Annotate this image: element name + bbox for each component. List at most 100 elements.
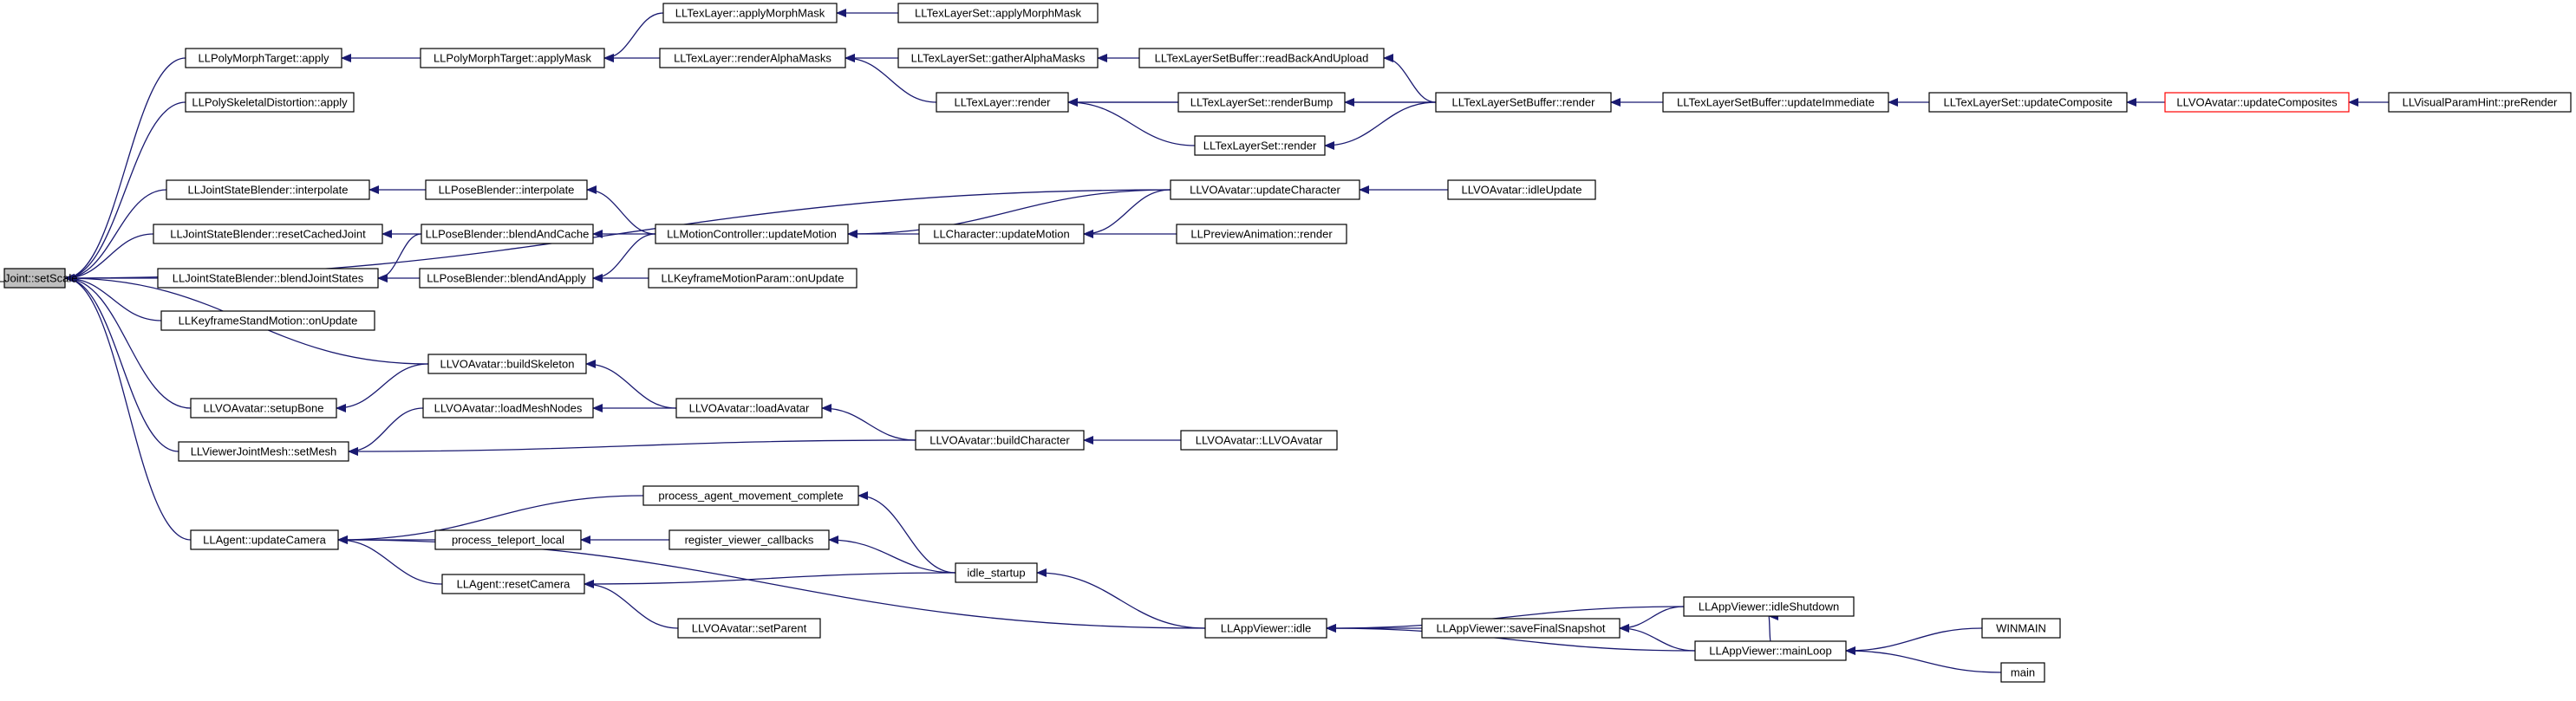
- node-label: LLVOAvatar::LLVOAvatar: [1196, 434, 1323, 447]
- edge-llappviewer-idleshutdown-to-llappviewer-savefinalsnapshot: [1619, 606, 1685, 633]
- edge-lltexlayersetbuffer-render-to-lltexlayersetbuffer-readbackandupload: [1383, 54, 1437, 103]
- node-idle-startup[interactable]: idle_startup: [955, 562, 1038, 583]
- node-lltexlayersetbuffer-readbackandupload[interactable]: LLTexLayerSetBuffer::readBackAndUpload: [1138, 48, 1385, 68]
- node-label: idle_startup: [967, 567, 1025, 580]
- node-lltexlayerset-applymorphmask[interactable]: LLTexLayerSet::applyMorphMask: [897, 3, 1099, 23]
- node-llagent-updatecamera[interactable]: LLAgent::updateCamera: [190, 529, 339, 550]
- node-llpolymorphtarget-apply[interactable]: LLPolyMorphTarget::apply: [185, 48, 342, 68]
- node-llvoavatar-updatecharacter[interactable]: LLVOAvatar::updateCharacter: [1170, 179, 1360, 200]
- node-llvoavatar-llvoavatar[interactable]: LLVOAvatar::LLVOAvatar: [1180, 430, 1338, 451]
- node-llvoavatar-buildcharacter[interactable]: LLVOAvatar::buildCharacter: [915, 430, 1085, 451]
- edge-llviewerjointmesh-setmesh-to-lljoint-setscale: [64, 274, 179, 452]
- node-lljoint-setscale[interactable]: LLJoint::setScale: [0, 268, 78, 289]
- node-llpolymorphtarget-applymask[interactable]: LLPolyMorphTarget::applyMask: [420, 48, 605, 68]
- node-label: LLPreviewAnimation::render: [1190, 228, 1333, 241]
- node-llviewerjointmesh-setmesh[interactable]: LLViewerJointMesh::setMesh: [178, 441, 349, 462]
- edge-lltexlayer-applymorphmask-to-llpolymorphtarget-applymask: [603, 12, 664, 62]
- node-label: LLKeyframeMotionParam::onUpdate: [661, 272, 844, 285]
- node-llvoavatar-updatecomposites[interactable]: LLVOAvatar::updateComposites: [2164, 92, 2350, 113]
- node-llappviewer-idle[interactable]: LLAppViewer::idle: [1204, 618, 1327, 639]
- node-llposeblender-interpolate[interactable]: LLPoseBlender::interpolate: [425, 179, 588, 200]
- node-llvoavatar-setupbone[interactable]: LLVOAvatar::setupBone: [190, 398, 337, 419]
- node-label: LLTexLayerSetBuffer::updateImmediate: [1677, 96, 1875, 109]
- node-label: LLAppViewer::idleShutdown: [1699, 600, 1839, 613]
- node-label: LLVisualParamHint::preRender: [2403, 96, 2558, 109]
- node-label: LLVOAvatar::updateComposites: [2176, 96, 2338, 109]
- node-llpreviewanimation-render[interactable]: LLPreviewAnimation::render: [1176, 224, 1347, 244]
- edge-llappviewer-mainloop-to-llappviewer-idle: [1326, 624, 1696, 652]
- node-label: LLPolyMorphTarget::applyMask: [434, 52, 592, 65]
- node-llvoavatar-buildskeleton[interactable]: LLVOAvatar::buildSkeleton: [427, 354, 587, 374]
- node-label: register_viewer_callbacks: [685, 534, 814, 547]
- node-register-viewer-callbacks[interactable]: register_viewer_callbacks: [668, 529, 830, 550]
- node-label: LLAppViewer::saveFinalSnapshot: [1437, 622, 1606, 635]
- node-label: LLMotionController::updateMotion: [667, 228, 837, 241]
- node-llkeyframestandmotion-onupdate[interactable]: LLKeyframeStandMotion::onUpdate: [160, 310, 375, 331]
- node-label: LLPolySkeletalDistortion::apply: [192, 96, 348, 109]
- node-llpolyskeletaldistortion-apply[interactable]: LLPolySkeletalDistortion::apply: [185, 92, 355, 113]
- node-lltexlayerset-gatheralphamasks[interactable]: LLTexLayerSet::gatherAlphaMasks: [897, 48, 1099, 68]
- edge-lltexlayer-render-to-lltexlayer-renderalphamasks: [845, 54, 937, 103]
- node-llvoavatar-loadmeshnodes[interactable]: LLVOAvatar::loadMeshNodes: [422, 398, 594, 419]
- node-llvisualparamhint-prerender[interactable]: LLVisualParamHint::preRender: [2388, 92, 2572, 113]
- node-label: WINMAIN: [1996, 622, 2046, 635]
- node-label: LLPoseBlender::blendAndApply: [427, 272, 586, 285]
- node-llvoavatar-loadavatar[interactable]: LLVOAvatar::loadAvatar: [675, 398, 823, 419]
- node-llkeyframemotionparam-onupdate[interactable]: LLKeyframeMotionParam::onUpdate: [648, 268, 858, 289]
- node-lltexlayersetbuffer-render[interactable]: LLTexLayerSetBuffer::render: [1435, 92, 1612, 113]
- node-label: LLTexLayer::renderAlphaMasks: [674, 52, 831, 65]
- edge-llvoavatar-buildcharacter-to-llviewerjointmesh-setmesh: [348, 439, 916, 456]
- node-label: LLTexLayerSet::renderBump: [1190, 96, 1334, 109]
- node-lljointstateblender-interpolate[interactable]: LLJointStateBlender::interpolate: [166, 179, 370, 200]
- node-label: LLTexLayer::applyMorphMask: [675, 7, 825, 20]
- node-lltexlayerset-updatecomposite[interactable]: LLTexLayerSet::updateComposite: [1928, 92, 2128, 113]
- node-process-agent-movement-complete[interactable]: process_agent_movement_complete: [642, 485, 859, 506]
- edge-llvoavatar-loadmeshnodes-to-llviewerjointmesh-setmesh: [348, 407, 424, 456]
- node-label: LLKeyframeStandMotion::onUpdate: [179, 315, 358, 328]
- node-lltexlayersetbuffer-updateimmediate[interactable]: LLTexLayerSetBuffer::updateImmediate: [1662, 92, 1889, 113]
- node-llappviewer-savefinalsnapshot[interactable]: LLAppViewer::saveFinalSnapshot: [1421, 618, 1621, 639]
- node-llappviewer-idleshutdown[interactable]: LLAppViewer::idleShutdown: [1683, 596, 1855, 617]
- edge-llkeyframestandmotion-onupdate-to-lljoint-setscale: [64, 274, 162, 321]
- node-lltexlayer-renderalphamasks[interactable]: LLTexLayer::renderAlphaMasks: [659, 48, 846, 68]
- node-label: LLTexLayerSetBuffer::render: [1451, 96, 1595, 109]
- node-lltexlayer-applymorphmask[interactable]: LLTexLayer::applyMorphMask: [662, 3, 838, 23]
- node-label: LLAgent::updateCamera: [203, 534, 326, 547]
- node-lljointstateblender-resetcachedjoint[interactable]: LLJointStateBlender::resetCachedJoint: [153, 224, 383, 244]
- node-label: main: [2011, 666, 2035, 679]
- node-label: process_teleport_local: [452, 534, 564, 547]
- node-lltexlayerset-renderbump[interactable]: LLTexLayerSet::renderBump: [1177, 92, 1346, 113]
- node-label: LLVOAvatar::updateCharacter: [1190, 184, 1340, 197]
- node-label: LLTexLayerSet::gatherAlphaMasks: [911, 52, 1086, 65]
- node-llposeblender-blendandcache[interactable]: LLPoseBlender::blendAndCache: [421, 224, 594, 244]
- node-label: LLJoint::setScale: [0, 272, 78, 285]
- node-label: LLTexLayerSet::render: [1203, 140, 1317, 153]
- node-llposeblender-blendandapply[interactable]: LLPoseBlender::blendAndApply: [419, 268, 594, 289]
- node-main[interactable]: main: [2000, 662, 2045, 683]
- node-label: LLCharacter::updateMotion: [933, 228, 1070, 241]
- node-label: LLTexLayerSet::updateComposite: [1944, 96, 2113, 109]
- node-process-teleport-local[interactable]: process_teleport_local: [434, 529, 582, 550]
- edge-llvoavatar-updatecharacter-to-llcharacter-updatemotion: [1083, 189, 1171, 238]
- nodes-layer: LLJoint::setScale LLPolyMorphTarget::appl…: [0, 3, 2572, 683]
- edge-llagent-updatecamera-to-lljoint-setscale: [64, 274, 192, 541]
- node-llcharacter-updatemotion[interactable]: LLCharacter::updateMotion: [918, 224, 1085, 244]
- edge-process-agent-movement-complete-to-llagent-updatecamera: [337, 495, 644, 544]
- node-llappviewer-mainloop[interactable]: LLAppViewer::mainLoop: [1694, 640, 1847, 661]
- node-label: LLAppViewer::mainLoop: [1709, 645, 1831, 658]
- node-lltexlayerset-render[interactable]: LLTexLayerSet::render: [1194, 135, 1326, 156]
- node-label: LLVOAvatar::buildCharacter: [929, 434, 1070, 447]
- edge-idle-startup-to-llagent-resetcamera: [584, 572, 956, 588]
- node-llagent-resetcamera[interactable]: LLAgent::resetCamera: [441, 574, 585, 594]
- node-llvoavatar-idleupdate[interactable]: LLVOAvatar::idleUpdate: [1447, 179, 1596, 200]
- node-lltexlayer-render[interactable]: LLTexLayer::render: [936, 92, 1069, 113]
- node-llvoavatar-setparent[interactable]: LLVOAvatar::setParent: [677, 618, 821, 639]
- node-llmotioncontroller-updatemotion[interactable]: LLMotionController::updateMotion: [655, 224, 849, 244]
- edge-winmain-to-llappviewer-mainloop: [1845, 627, 1983, 655]
- node-label: LLViewerJointMesh::setMesh: [191, 445, 337, 458]
- edge-llpolyskeletaldistortion-apply-to-lljoint-setscale: [64, 101, 186, 282]
- edges-layer: [64, 9, 2389, 673]
- node-winmain[interactable]: WINMAIN: [1981, 618, 2061, 639]
- node-lljointstateblender-blendjointstates[interactable]: LLJointStateBlender::blendJointStates: [157, 268, 379, 289]
- node-label: LLVOAvatar::setupBone: [203, 402, 323, 415]
